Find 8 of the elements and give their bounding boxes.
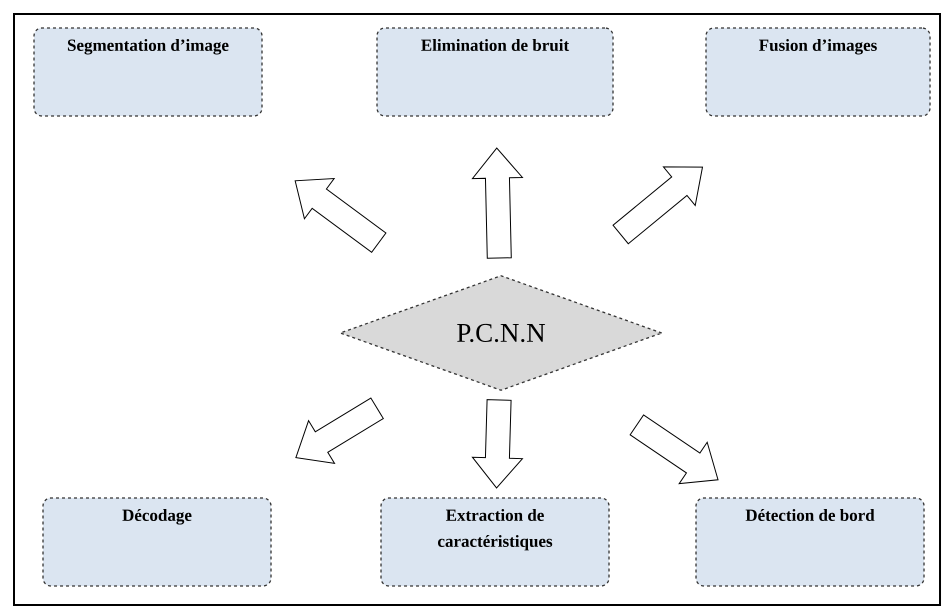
process-box: Extraction de caractéristiques [380,497,610,587]
block-arrow [471,147,524,259]
block-arrow [471,399,524,489]
process-box: Fusion d’images [705,27,931,117]
process-box: Elimination de bruit [376,27,614,117]
process-box: Détection de bord [695,497,925,587]
process-box: Décodage [42,497,272,587]
process-box: Segmentation d’image [33,27,263,117]
